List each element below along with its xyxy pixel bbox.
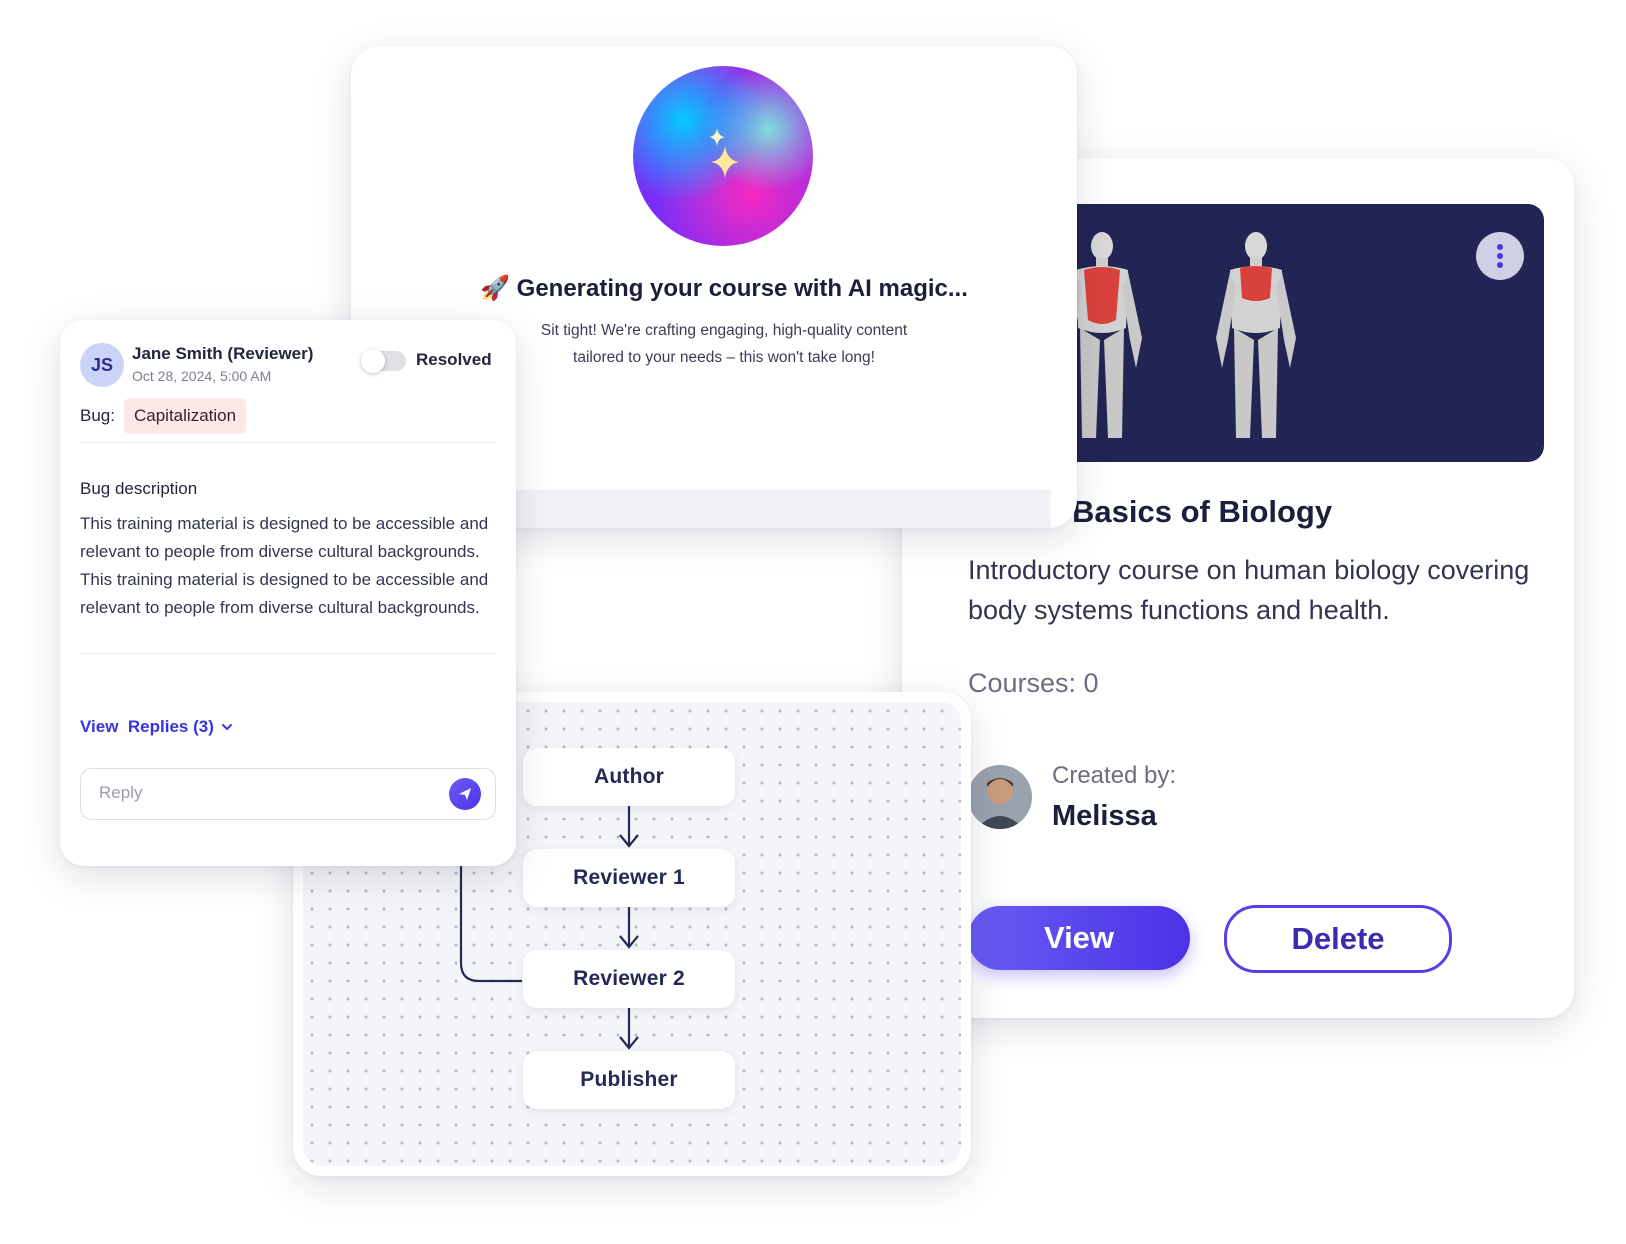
bug-description-title: Bug description (80, 479, 198, 498)
workflow-node-reviewer-2[interactable]: Reviewer 2 (523, 950, 735, 1008)
course-description: Introductory course on human biology cov… (968, 555, 1530, 625)
creator-name: Melissa (1052, 800, 1157, 832)
view-replies-link[interactable]: View Replies (3) (80, 717, 234, 737)
reply-box (80, 768, 496, 820)
resolved-toggle[interactable] (361, 349, 406, 373)
delete-button[interactable]: Delete (1224, 905, 1452, 973)
course-card: Basics of Biology Introductory course on… (902, 158, 1574, 1018)
bug-tag: Capitalization (124, 398, 247, 434)
workflow-node-publisher[interactable]: Publisher (523, 1051, 735, 1109)
created-by-label: Created by: (1052, 762, 1177, 789)
workflow-node-reviewer-1[interactable]: Reviewer 1 (523, 849, 735, 907)
arrow-down-icon (619, 834, 639, 848)
creator-avatar (968, 765, 1032, 829)
bug-description-text: This training material is designed to be… (80, 514, 489, 617)
commenter-name: Jane Smith (Reviewer) (132, 344, 314, 363)
user-avatar-icon (968, 765, 1032, 829)
ai-heading: 🚀 Generating your course with AI magic..… (480, 275, 968, 302)
arrow-down-icon (619, 935, 639, 949)
kebab-menu-icon (1497, 244, 1503, 268)
view-replies-label: View Replies (3) (80, 717, 214, 736)
comment-card: JS Jane Smith (Reviewer) Oct 28, 2024, 5… (60, 320, 516, 866)
divider (80, 442, 496, 443)
comment-timestamp: Oct 28, 2024, 5:00 AM (132, 368, 272, 384)
sparkle-icon (709, 128, 739, 178)
reply-input[interactable] (81, 769, 429, 817)
chevron-down-icon (221, 724, 232, 731)
resolved-label: Resolved (416, 350, 492, 369)
ai-subtitle-line1: Sit tight! We're crafting engaging, high… (540, 322, 908, 339)
send-button[interactable] (449, 778, 481, 810)
send-icon (459, 788, 471, 800)
view-button[interactable]: View (968, 906, 1190, 970)
kebab-menu-button[interactable] (1476, 232, 1524, 280)
courses-count: Courses: 0 (968, 668, 1099, 698)
arrow-down-icon (619, 1036, 639, 1050)
ai-orb (633, 66, 813, 246)
anatomy-figure (1216, 232, 1296, 438)
avatar: JS (80, 343, 124, 387)
bug-label: Bug: (80, 406, 115, 425)
workflow-node-author[interactable]: Author (523, 748, 735, 806)
course-title: Basics of Biology (1072, 494, 1333, 529)
ai-subtitle-line2: tailored to your needs – this won't take… (573, 349, 875, 366)
divider (80, 653, 496, 654)
toggle-knob (361, 349, 385, 373)
